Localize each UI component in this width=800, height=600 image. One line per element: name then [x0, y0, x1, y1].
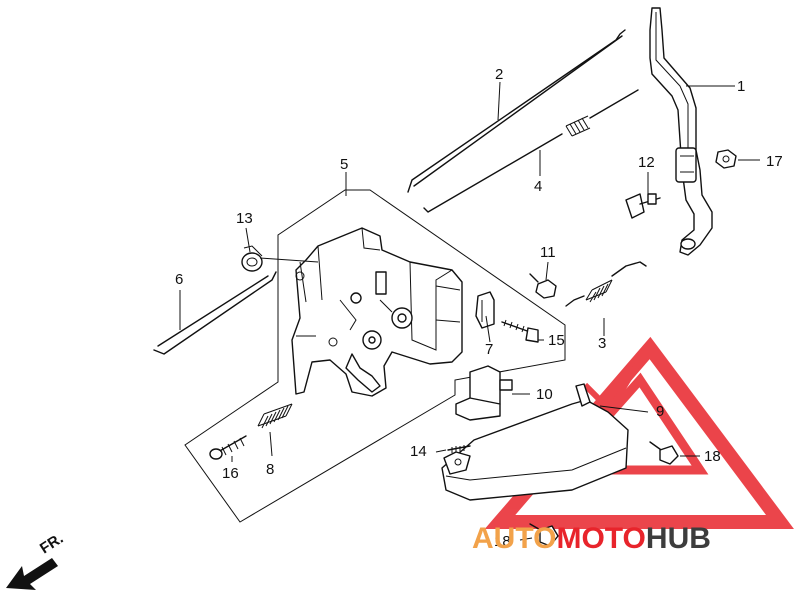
front-label: FR.	[37, 530, 67, 557]
part-2-rod	[407, 29, 626, 193]
callout-4: 4	[534, 178, 542, 195]
callout-18-upper: 18	[704, 448, 721, 465]
part-17-nut	[715, 149, 737, 169]
part-1-lever	[649, 7, 713, 256]
part-9-cover	[441, 383, 629, 501]
part-8-spring	[257, 403, 293, 429]
part-5-control-base	[291, 227, 463, 397]
part-4-rod-spring	[423, 89, 639, 213]
part-18-bolt-lower	[529, 523, 559, 547]
part-18-bolt-upper	[649, 441, 679, 465]
watermark-auto: AUTO	[472, 522, 556, 555]
watermark-word: AUTOMOTOHUB	[472, 522, 711, 555]
part-16-bolt	[209, 435, 247, 460]
part-13-clip	[241, 245, 263, 272]
front-direction-marker: FR.	[6, 530, 66, 590]
part-3-spring	[565, 261, 647, 307]
callout-18-lower: 18	[494, 533, 511, 550]
part-10-switch	[455, 365, 513, 421]
watermark-hub: HUB	[646, 522, 711, 555]
part-15-bolt	[501, 319, 539, 343]
callout-12: 12	[638, 154, 655, 171]
callout-1: 1	[737, 78, 745, 95]
callout-17: 17	[766, 153, 783, 170]
callout-6: 6	[175, 271, 183, 288]
front-arrow-icon	[6, 558, 58, 590]
callout-11: 11	[540, 244, 556, 261]
assembly-outline	[184, 189, 566, 523]
callout-7: 7	[485, 341, 493, 358]
part-4-spring-coils	[565, 115, 591, 137]
part-7-clip	[475, 291, 495, 329]
callout-3: 3	[598, 335, 606, 352]
part-6-rod	[153, 271, 277, 355]
callout-15: 15	[548, 332, 565, 349]
callout-2: 2	[495, 66, 503, 83]
callout-numbers: 1 2 3 4 5 6 7 8 9 10 11 12 13 14 15 16 1…	[175, 66, 783, 550]
leader-lines	[179, 81, 760, 541]
callout-9: 9	[656, 403, 664, 420]
callout-13: 13	[236, 210, 253, 227]
callout-16: 16	[222, 465, 239, 482]
watermark-moto: MOTO	[556, 522, 645, 555]
callout-5: 5	[340, 156, 348, 173]
callout-14: 14	[410, 443, 427, 460]
part-12-collar	[625, 193, 661, 219]
part-11-bolt	[529, 273, 557, 299]
callout-10: 10	[536, 386, 553, 403]
part-14-screw	[447, 445, 471, 453]
callout-8: 8	[266, 461, 274, 478]
watermark-text: AUTOMOTOHUB	[472, 522, 711, 555]
